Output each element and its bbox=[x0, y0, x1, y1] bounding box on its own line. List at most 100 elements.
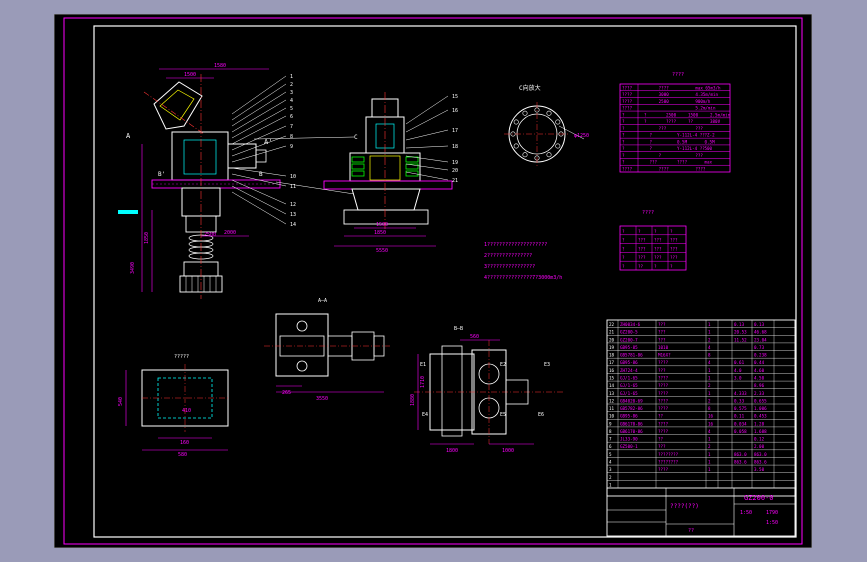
side-leader-18 bbox=[405, 145, 449, 149]
aa-main-block bbox=[275, 313, 329, 377]
spec-cell: 5.2m/min bbox=[695, 106, 716, 111]
parts-cell: ??? bbox=[658, 330, 666, 335]
small-cell: ??? bbox=[670, 255, 678, 260]
small-cell: ? bbox=[622, 264, 625, 269]
aa-dim-265: 265 bbox=[282, 390, 291, 396]
leader-line-14 bbox=[231, 191, 287, 225]
title-block-frame bbox=[606, 487, 796, 537]
parts-cell: 2 bbox=[708, 337, 711, 342]
leader-line-13 bbox=[231, 185, 287, 215]
spec-cell: 0.5M bbox=[705, 139, 716, 144]
parts-cell: 11 bbox=[609, 406, 615, 411]
spec-cell: ???? bbox=[622, 167, 633, 172]
parts-cell: 1 bbox=[708, 437, 711, 442]
parts-cell: GB5782-86 bbox=[620, 406, 643, 411]
parts-cell: 14 bbox=[609, 383, 615, 388]
e-label-4: E4 bbox=[422, 412, 428, 418]
spec-cell: ? bbox=[622, 126, 625, 131]
label-A-left: A bbox=[126, 132, 131, 140]
parts-cell: ???? bbox=[658, 429, 669, 434]
spec-cell: ???? bbox=[666, 119, 677, 124]
parts-cell: 1010 bbox=[658, 345, 669, 350]
side-dim-1850: 1850 bbox=[374, 230, 386, 236]
aa-hole-bottom bbox=[296, 360, 308, 372]
parts-cell: ???? bbox=[658, 375, 669, 380]
note-2: 2??????????????? bbox=[484, 253, 532, 259]
technical-notes: 1???????????????????? 2??????????????? 3… bbox=[484, 242, 562, 281]
spec-cell: ???? bbox=[622, 106, 633, 111]
e-label-2: E2 bbox=[500, 362, 506, 368]
parts-cell: 0.12 bbox=[754, 437, 765, 442]
part-number-2: 2 bbox=[290, 82, 293, 88]
spec-cell: 380V bbox=[710, 119, 721, 124]
parts-cell: 3.50 bbox=[754, 467, 765, 472]
leader-line-7 bbox=[231, 125, 287, 151]
parts-cell: 1 bbox=[708, 467, 711, 472]
spec-cell: ? bbox=[622, 139, 625, 144]
parts-cell: 9 bbox=[609, 421, 612, 426]
small-cell: ? bbox=[622, 229, 625, 234]
leader-line-1 bbox=[231, 75, 287, 115]
small-cell: ??? bbox=[670, 246, 678, 251]
side-part-number-15: 15 bbox=[452, 94, 458, 100]
spec-cell: ? bbox=[622, 160, 625, 165]
parts-cell: 4.333 bbox=[734, 391, 747, 396]
parts-cell: ???????? bbox=[658, 452, 679, 457]
cad-viewport[interactable]: 1500 1580 3490 185 bbox=[54, 14, 812, 548]
small-table: ???? ???????????????????????????????????… bbox=[619, 210, 687, 271]
spec-cell: ? bbox=[644, 119, 647, 124]
parts-cell: ???? bbox=[658, 383, 669, 388]
parts-cell: ???? bbox=[658, 391, 669, 396]
parts-cell: 863.6 bbox=[754, 459, 767, 464]
bolt-hole bbox=[522, 110, 528, 116]
section-aa-title: A—A bbox=[318, 298, 327, 304]
detail-c-view: C向放大 φ1250 bbox=[504, 84, 589, 166]
bolt-hole bbox=[513, 119, 519, 125]
spec-cell: ? bbox=[622, 119, 625, 124]
bolt-hole bbox=[513, 143, 519, 149]
spec-cell: 3000 bbox=[659, 92, 670, 97]
parts-cell: 0.44 bbox=[754, 360, 765, 365]
parts-cell: ??? bbox=[658, 322, 666, 327]
parts-cell: ???? bbox=[658, 406, 669, 411]
dim-1850-left: 1850 bbox=[144, 232, 150, 244]
part-number-5: 5 bbox=[290, 106, 293, 112]
parts-cell: 0.73 bbox=[754, 345, 765, 350]
parts-cell: ???? bbox=[658, 360, 669, 365]
spec-cell: ?? bbox=[688, 119, 694, 124]
parts-cell: 10 bbox=[609, 414, 615, 419]
note-4: 4???????????????7?3000m3/h bbox=[484, 275, 562, 281]
parts-cell: 0.058 bbox=[734, 429, 747, 434]
leader-line-4 bbox=[231, 99, 287, 133]
parts-cell: 19 bbox=[609, 345, 615, 350]
side-part-number-16: 16 bbox=[452, 108, 458, 114]
aa-dim-3550: 3550 bbox=[316, 396, 328, 402]
spec-cell: 500 bbox=[705, 146, 713, 151]
parts-cell: 5 bbox=[609, 452, 612, 457]
part-number-13: 13 bbox=[290, 212, 296, 218]
side-leader-19 bbox=[405, 155, 449, 163]
spec-table-frame bbox=[619, 83, 731, 173]
small-cell: ??? bbox=[654, 238, 662, 243]
parts-cell: 4.0 bbox=[734, 368, 742, 373]
parts-cell: 22 bbox=[609, 322, 615, 327]
parts-cell: GB95-85 bbox=[620, 345, 638, 350]
small-cell: ?? bbox=[638, 264, 644, 269]
spec-cell: 2.5m/min bbox=[710, 112, 731, 117]
parts-cell: 0.33 bbox=[734, 398, 745, 403]
parts-cell: ???? bbox=[658, 398, 669, 403]
leader-line-2 bbox=[231, 83, 287, 121]
side-dim-1500: 1500 bbox=[376, 222, 388, 228]
parts-cell: 2 bbox=[609, 475, 612, 480]
side-label-C: C bbox=[354, 134, 358, 141]
parts-cell: 8.96 bbox=[754, 383, 765, 388]
spec-cell: ???? bbox=[622, 85, 633, 90]
spec-cell: ??? bbox=[695, 126, 703, 131]
plan-dim-160: 160 bbox=[180, 440, 189, 446]
spec-cell: Y-112L-4 ?? bbox=[677, 146, 705, 151]
bolt-hole bbox=[546, 152, 552, 158]
parts-cell: GB5781-86 bbox=[620, 353, 643, 358]
